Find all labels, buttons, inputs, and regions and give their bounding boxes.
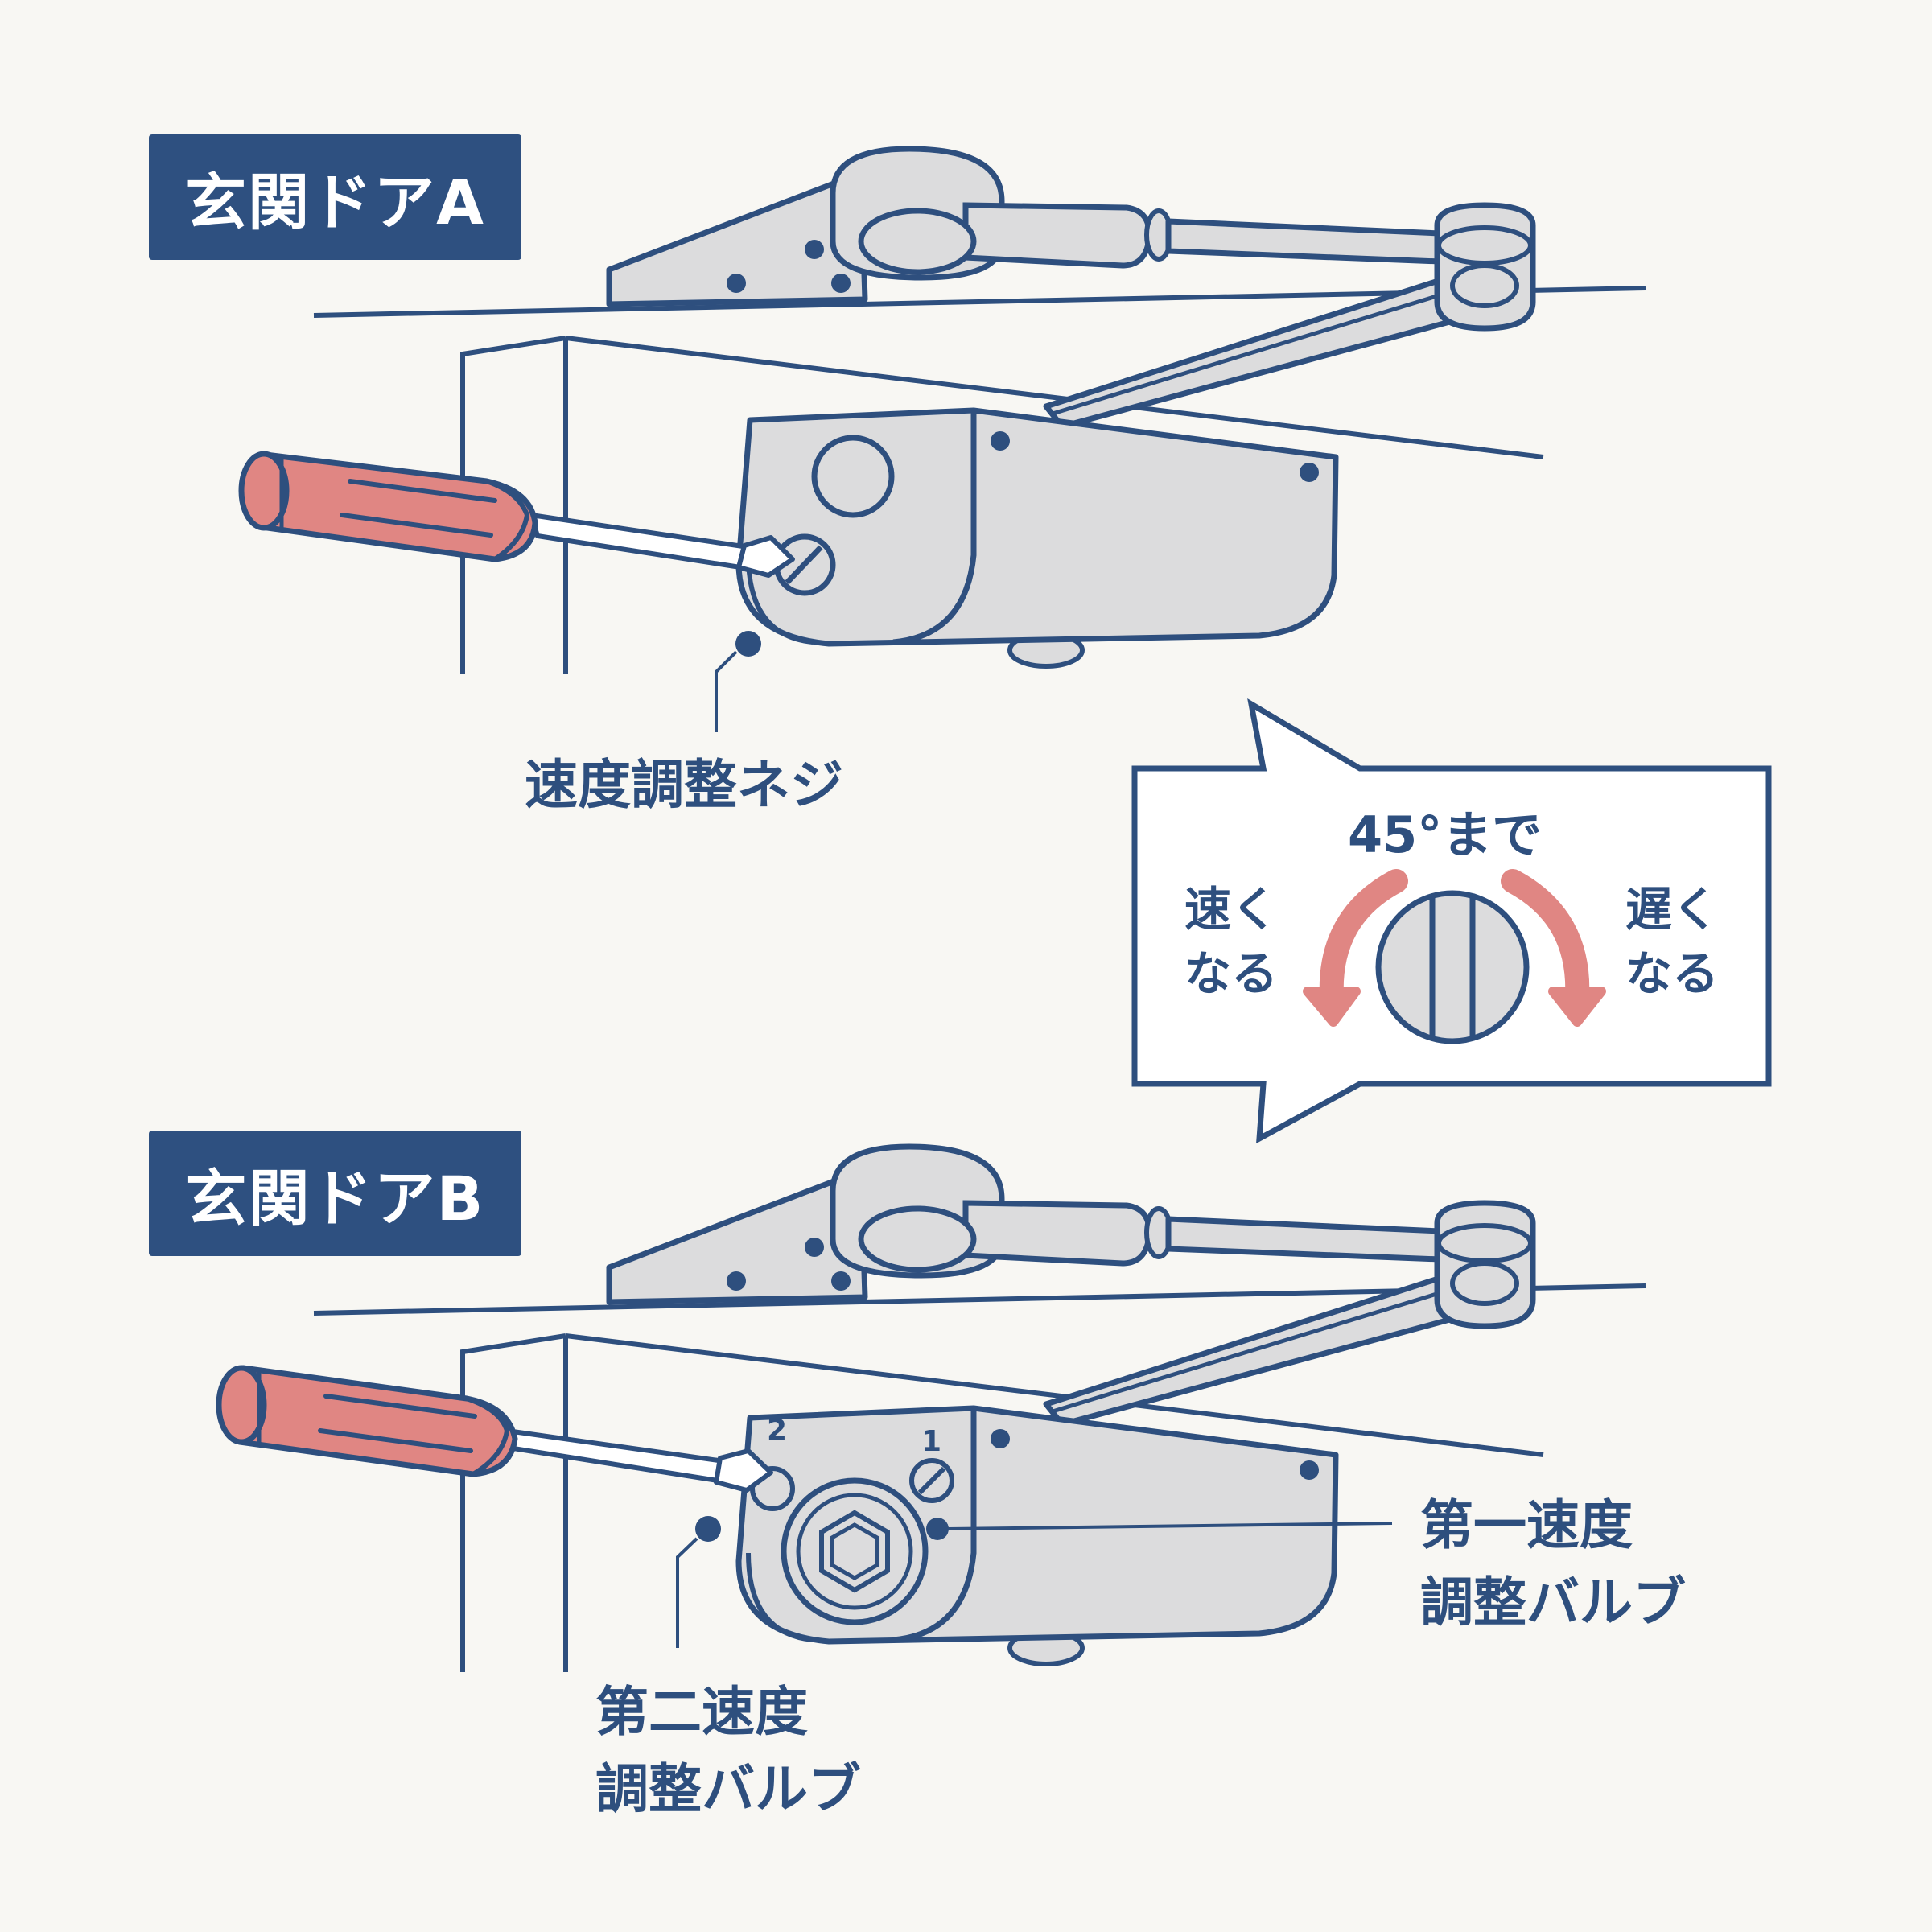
second-speed-valve-line1: 第二速度 [595,1681,808,1743]
door-a-leader [715,631,761,732]
faster-label-line1: 速く [1184,882,1279,937]
counterclockwise-arrow-icon [1319,869,1408,1010]
door-a-screwdriver [238,451,795,578]
valve-dial [1375,890,1530,1044]
valve-2-number: 2 [767,1414,788,1447]
limit-45-label: 45°まで [1348,805,1543,864]
door-b-title: 玄関ドアB [149,1131,521,1256]
clockwise-arrow-icon [1501,869,1590,1010]
faster-label-line2: なる [1184,946,1279,1001]
speed-adjust-screw-label: 速度調整ネジ [525,754,843,816]
door-a-closer [314,149,1646,674]
second-speed-valve-line2: 調整バルブ [595,1758,861,1820]
slower-label-line2: なる [1625,946,1720,1001]
door-b-leaders [676,1516,1393,1648]
door-b-screwdriver [216,1365,773,1493]
door-b-closer [314,1147,1646,1672]
slower-label-line1: 遅く [1625,882,1720,937]
first-speed-valve-line1: 第一速度 [1420,1494,1633,1556]
second-speed-valve-label: 第二速度 調整バルブ [595,1674,861,1828]
first-speed-valve-label: 第一速度 調整バルブ [1420,1487,1686,1642]
slower-label: 遅く なる [1625,877,1719,1006]
door-a-title: 玄関ドアA [149,134,521,260]
valve-1-number: 1 [921,1425,942,1458]
first-speed-valve-line2: 調整バルブ [1420,1572,1686,1633]
speed-callout-bubble [1131,698,1772,1144]
faster-label: 速く なる [1184,877,1278,1006]
